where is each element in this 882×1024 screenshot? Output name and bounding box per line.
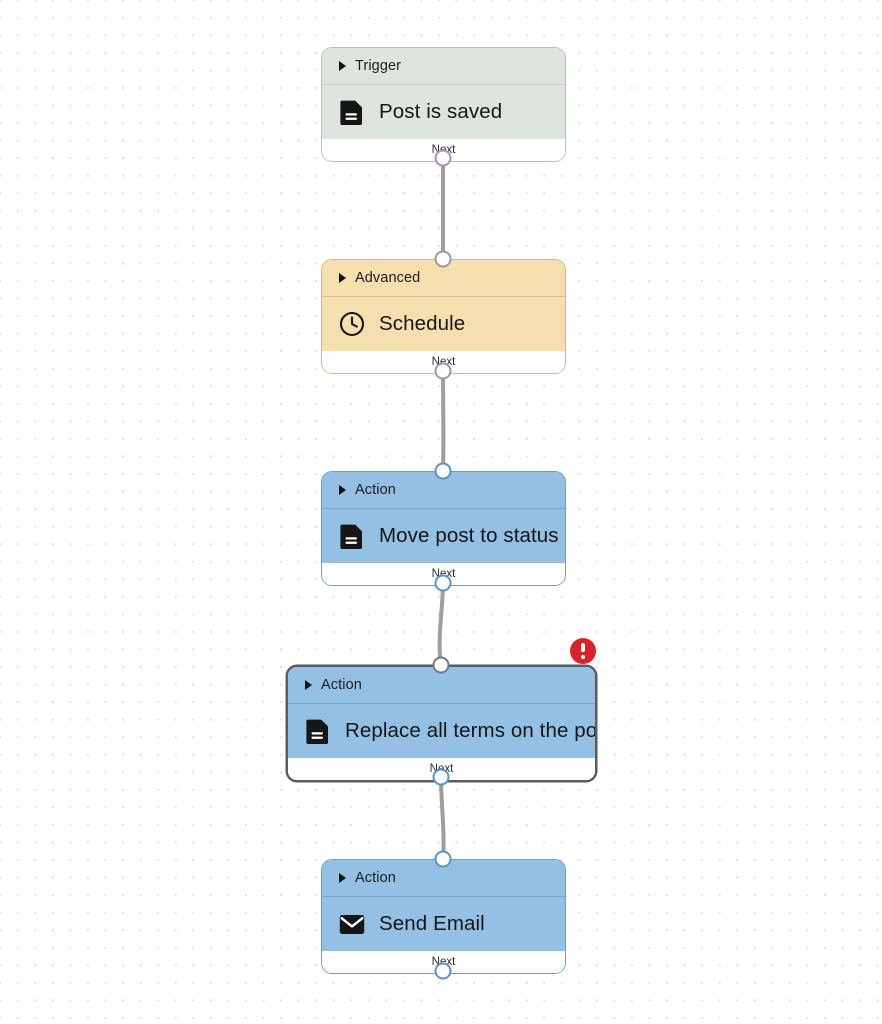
input-port-action-replace-all-terms-on-the-post[interactable] [432, 656, 450, 674]
disclosure-triangle-icon[interactable] [339, 873, 346, 883]
workflow-node-action-replace-all-terms-on-the-post[interactable]: Action Replace all terms on the post Nex… [286, 665, 597, 782]
input-port-advanced-schedule[interactable] [434, 250, 452, 268]
error-exclamation-icon[interactable] [570, 638, 596, 664]
node-header[interactable]: Trigger [322, 48, 565, 84]
document-icon [339, 99, 365, 125]
node-divider [322, 84, 565, 85]
document-icon [339, 523, 365, 549]
output-port-action-replace-all-terms-on-the-post[interactable] [432, 768, 450, 786]
exclamation-glyph [581, 643, 585, 659]
output-port-trigger-post-is-saved[interactable] [434, 149, 452, 167]
node-title: Replace all terms on the post [345, 719, 597, 742]
node-body[interactable]: Post is saved [322, 85, 565, 139]
input-port-action-send-email[interactable] [434, 850, 452, 868]
input-port-action-move-post-to-status[interactable] [434, 462, 452, 480]
node-body[interactable]: Move post to status [322, 509, 565, 563]
disclosure-triangle-icon[interactable] [305, 680, 312, 690]
node-body[interactable]: Send Email [322, 897, 565, 951]
disclosure-triangle-icon[interactable] [339, 273, 346, 283]
workflow-node-action-move-post-to-status[interactable]: Action Move post to status Next [321, 471, 566, 586]
disclosure-triangle-icon[interactable] [339, 485, 346, 495]
node-divider [322, 296, 565, 297]
document-icon [305, 718, 331, 744]
node-body[interactable]: Replace all terms on the post [288, 704, 595, 758]
node-title: Post is saved [379, 100, 503, 123]
disclosure-triangle-icon[interactable] [339, 61, 346, 71]
workflow-node-advanced-schedule[interactable]: Advanced Schedule Next [321, 259, 566, 374]
node-divider [322, 896, 565, 897]
node-title: Move post to status [379, 524, 559, 547]
node-divider [288, 703, 595, 704]
node-title: Send Email [379, 912, 485, 935]
workflow-node-action-send-email[interactable]: Action Send Email Next [321, 859, 566, 974]
node-category-label: Action [355, 870, 396, 886]
workflow-node-trigger-post-is-saved[interactable]: Trigger Post is saved Next [321, 47, 566, 162]
edge-replace-to-send-email [439, 775, 446, 861]
node-divider [322, 508, 565, 509]
node-category-label: Action [321, 677, 362, 693]
envelope-icon [339, 911, 365, 937]
node-body[interactable]: Schedule [322, 297, 565, 351]
node-title: Schedule [379, 312, 466, 335]
edge-action-move-to-replace [437, 581, 445, 667]
clock-icon [339, 311, 365, 337]
output-port-advanced-schedule[interactable] [434, 362, 452, 380]
node-category-label: Action [355, 482, 396, 498]
node-category-label: Advanced [355, 270, 421, 286]
output-port-action-send-email[interactable] [434, 962, 452, 980]
node-category-label: Trigger [355, 58, 402, 74]
output-port-action-move-post-to-status[interactable] [434, 574, 452, 592]
